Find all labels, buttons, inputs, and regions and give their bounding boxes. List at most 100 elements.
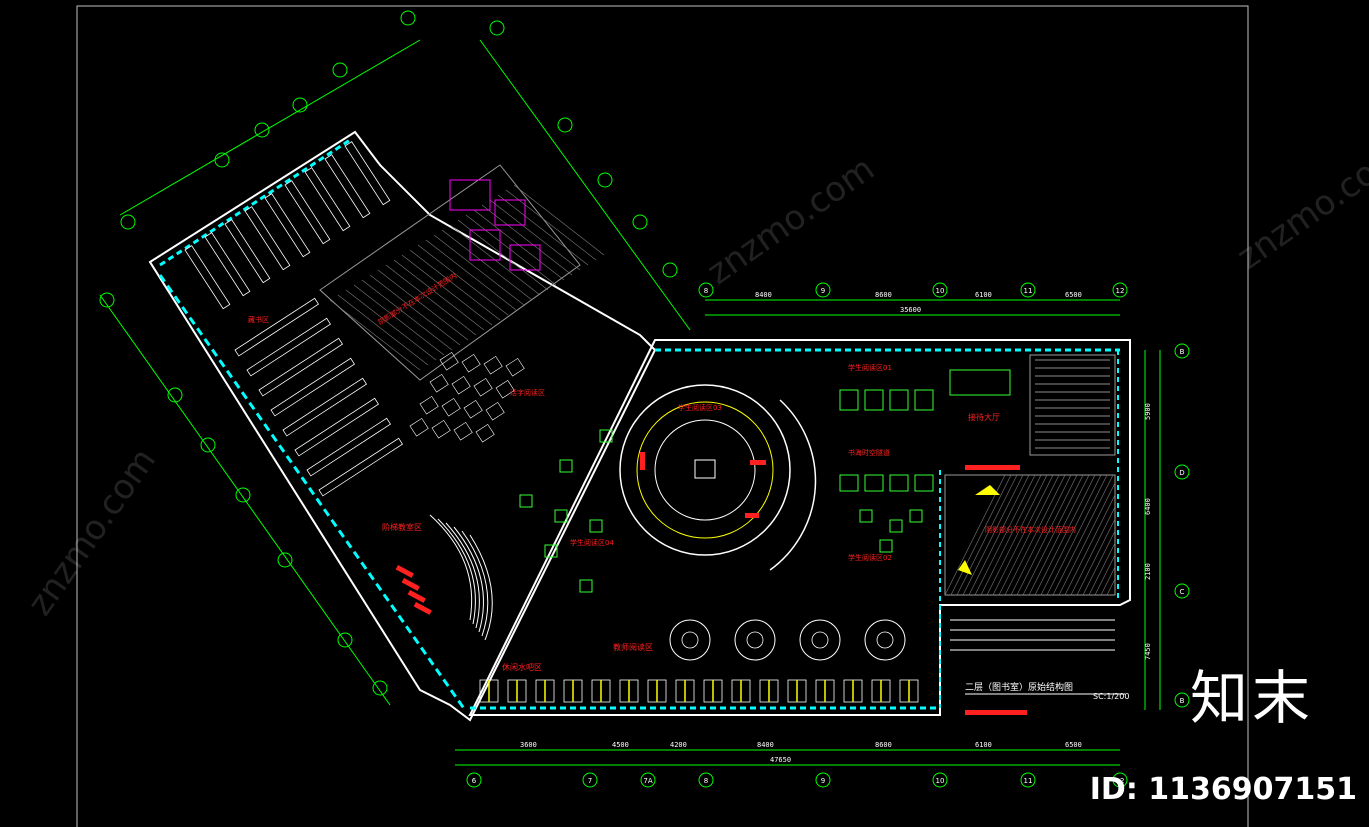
stair-step <box>469 534 493 641</box>
grid-bubble <box>815 282 831 298</box>
room-label-huizhi: 学生阅读区03 <box>678 403 722 412</box>
dimension-lines <box>99 39 1161 766</box>
grid-bubble <box>200 437 216 453</box>
room-label-jiedai: 接待大厅 <box>968 412 1000 422</box>
grid-bubble <box>1174 583 1190 599</box>
stair-step <box>445 522 480 629</box>
hatch-line <box>417 244 509 316</box>
bookshelf <box>304 167 351 232</box>
curtain-wall-west <box>158 274 467 711</box>
hatch-line <box>1070 506 1116 596</box>
grid-bubble <box>167 387 183 403</box>
grid-top-10: 10 <box>936 287 945 295</box>
hatch-line <box>1076 518 1116 596</box>
grid-top-8: 8 <box>704 287 708 295</box>
grid-bot-7a: 7A <box>643 777 652 785</box>
stair-ne-treads <box>1035 359 1110 449</box>
brand-logo: 知末 <box>1189 664 1314 732</box>
grid-bubble <box>698 772 714 788</box>
hatch-line <box>1058 482 1116 596</box>
lounge-chair <box>909 509 923 523</box>
drawing-frame <box>76 5 1249 827</box>
hatch-line <box>1022 474 1084 596</box>
hatch-line <box>1016 474 1078 596</box>
hatch-line <box>992 474 1054 596</box>
bookshelf <box>344 141 391 206</box>
bookshelf <box>284 180 331 245</box>
room-label-zhuhuan: 活字阅读区 <box>510 388 545 397</box>
hatch-line <box>956 474 1018 596</box>
bookshelf <box>258 337 344 397</box>
grid-top-12: 12 <box>1116 287 1125 295</box>
round-table-top <box>746 631 764 649</box>
workstation <box>483 355 503 375</box>
grid-bubble <box>815 772 831 788</box>
hatch-line <box>1088 542 1116 596</box>
rect-table-groups <box>409 351 934 492</box>
grid-bot-11: 11 <box>1024 777 1033 785</box>
hatch-line <box>369 274 461 346</box>
dim-bot-4: 8400 <box>757 741 774 749</box>
hatch-line <box>345 289 437 361</box>
grid-bubble <box>1174 343 1190 359</box>
reception-desk <box>949 369 1011 396</box>
hatch-line <box>968 474 1030 596</box>
id-label: ID: 1136907151 <box>1089 772 1357 807</box>
round-table-top <box>876 631 894 649</box>
workstation <box>475 423 495 443</box>
dim-bot-7: 6500 <box>1065 741 1082 749</box>
hatch-line <box>1094 554 1116 596</box>
hatch-line <box>1028 474 1090 596</box>
main-block <box>409 339 1131 716</box>
grid-bubble <box>1112 282 1128 298</box>
hatch-line <box>950 474 1012 596</box>
entrance-marker <box>975 485 1000 495</box>
entrance-marker-2 <box>958 560 972 575</box>
grid-bubble <box>640 772 656 788</box>
room-label-shuku: 藏书区 <box>248 315 269 324</box>
dim-right-3: 2100 <box>1144 563 1152 580</box>
hatch-line <box>1046 474 1108 596</box>
grid-bubble <box>1174 464 1190 480</box>
bookshelf <box>234 297 320 357</box>
bookshelf <box>306 417 392 477</box>
grid-bubble <box>597 172 613 188</box>
grid-right-b2: B <box>1180 697 1185 705</box>
workstation <box>439 351 459 371</box>
grid-right-c: C <box>1180 588 1185 596</box>
stair-step <box>461 530 489 637</box>
east-hatch <box>944 474 1116 596</box>
lounge-chairs <box>519 429 923 593</box>
grid-bubble <box>632 214 648 230</box>
hatch-line <box>1106 578 1116 596</box>
reading-table <box>914 474 934 492</box>
grid-bubble <box>698 282 714 298</box>
workstation <box>495 379 515 399</box>
grid-bubble <box>214 152 230 168</box>
rotated-wing <box>148 130 657 722</box>
hatch-line <box>361 279 453 351</box>
red-marker-4 <box>965 465 1020 470</box>
wing-outline <box>148 130 657 722</box>
window-seat-row <box>479 679 919 703</box>
dim-top-1: 8400 <box>755 291 772 299</box>
dim-bot-2: 4500 <box>612 741 629 749</box>
hatch-line <box>337 294 429 366</box>
round-table <box>864 619 906 661</box>
hatch-line <box>980 474 1042 596</box>
grid-bubbles <box>99 10 1190 788</box>
hatch-line <box>974 474 1036 596</box>
dim-bot-3: 4200 <box>670 741 687 749</box>
lounge-chair <box>519 494 533 508</box>
stair-step <box>429 514 473 621</box>
hatch-line <box>1100 566 1116 596</box>
grid-bubble <box>292 97 308 113</box>
bookshelf <box>324 154 371 219</box>
toilet-fixtures <box>449 179 541 271</box>
lecture-stairs <box>429 514 493 641</box>
lounge-chair <box>859 509 873 523</box>
dim-bot-6: 6100 <box>975 741 992 749</box>
workstation <box>463 399 483 419</box>
grid-bot-12: 12 <box>1116 777 1125 785</box>
workstation <box>409 417 429 437</box>
